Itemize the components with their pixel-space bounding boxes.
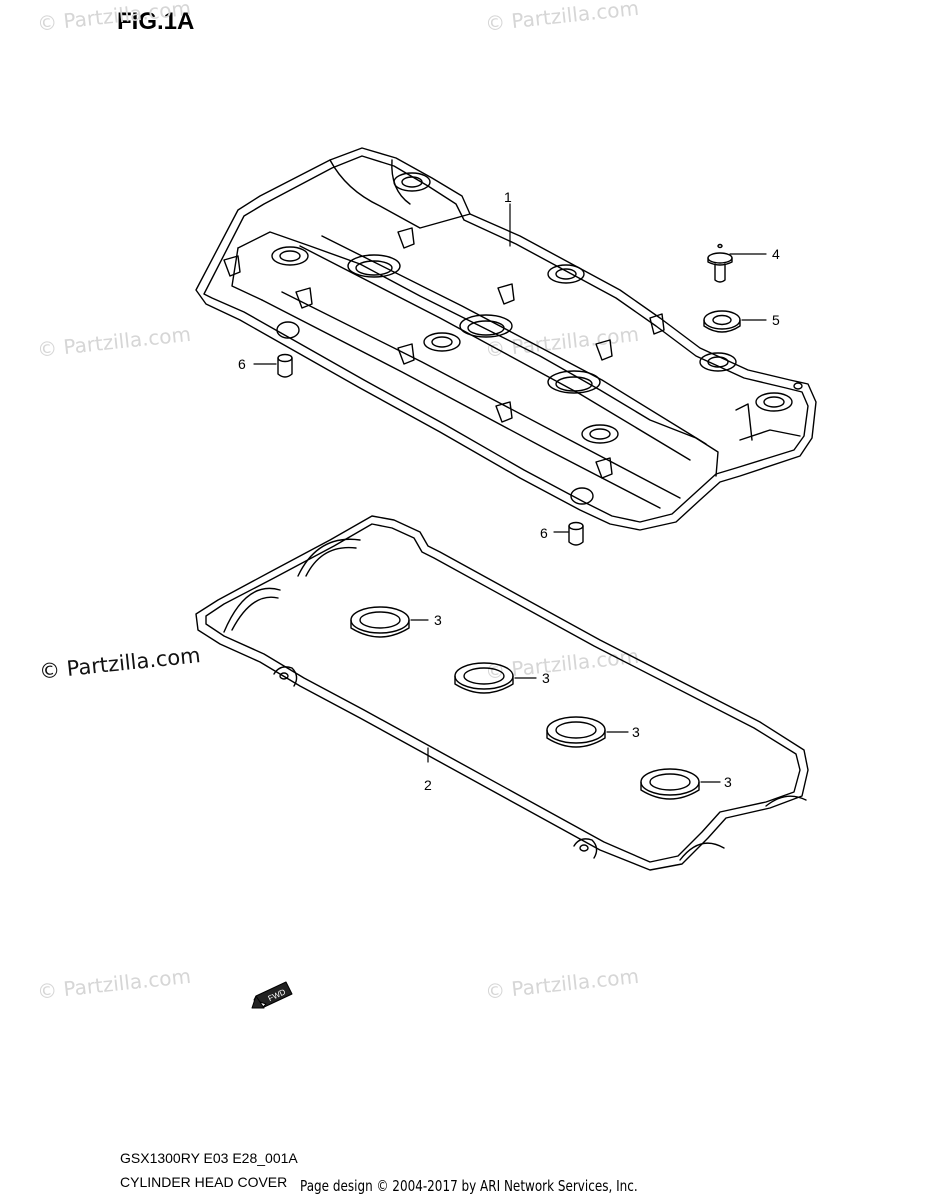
section-name: CYLINDER HEAD COVER [120, 1174, 288, 1190]
dowel-pin[interactable] [568, 521, 584, 546]
callout-4: 4 [772, 246, 780, 262]
plug-well-seal[interactable] [454, 662, 514, 694]
callout-2: 2 [424, 777, 432, 793]
callout-5: 5 [772, 312, 780, 328]
bolt-seal-washer[interactable] [703, 310, 741, 333]
model-code: GSX1300RY E03 E28_001A [120, 1150, 298, 1166]
callout-3: 3 [434, 612, 442, 628]
callout-1: 1 [504, 189, 512, 205]
cylinder-head-cover[interactable] [195, 147, 817, 531]
callout-3: 3 [724, 774, 732, 790]
figure-title: FIG.1A [117, 8, 195, 35]
callout-3: 3 [542, 670, 550, 686]
cover-bolt[interactable] [707, 243, 733, 283]
plug-well-seal[interactable] [640, 768, 700, 800]
page-credit: Page design © 2004-2017 by ARI Network S… [300, 1177, 638, 1195]
dowel-pin[interactable] [277, 353, 293, 378]
callout-6: 6 [540, 525, 548, 541]
callout-6: 6 [238, 356, 246, 372]
fwd-arrow-icon: FWD [251, 981, 293, 1009]
cover-gasket[interactable] [195, 515, 809, 871]
callout-3: 3 [632, 724, 640, 740]
leader-lines [253, 203, 767, 783]
plug-well-seal[interactable] [350, 606, 410, 638]
plug-well-seal[interactable] [546, 716, 606, 748]
